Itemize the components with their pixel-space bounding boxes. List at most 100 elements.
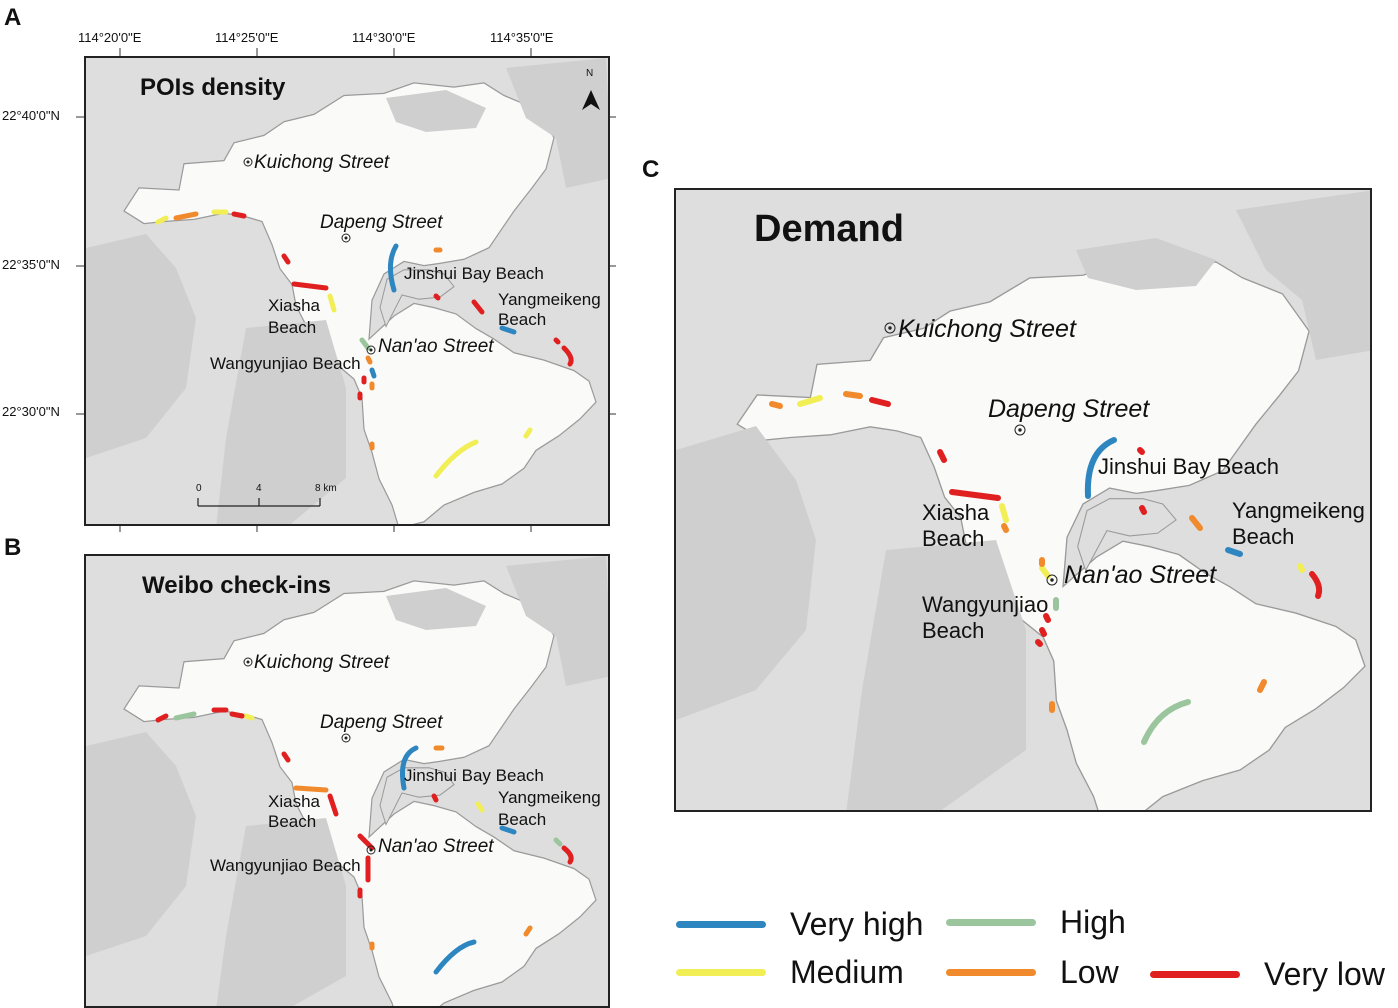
map-title: POIs density: [140, 74, 286, 101]
segment-high: [553, 837, 563, 847]
lat-tick-label: 22°30'0"N: [2, 404, 60, 419]
segment-low: [769, 401, 783, 409]
lon-tick-label: 114°20'0"E: [78, 30, 142, 45]
map-c-svg: [676, 190, 1370, 810]
segment-very-low: [1137, 447, 1145, 455]
place-label-yangmeikeng: Yangmeikeng: [1232, 498, 1365, 523]
legend-label: Low: [1060, 954, 1119, 990]
segment-low: [1257, 679, 1267, 693]
gray-islands: [86, 58, 608, 524]
place-label-yangmeikeng-beach: Beach: [498, 810, 547, 829]
lon-tick-label: 114°25'0"E: [215, 30, 279, 45]
segment-medium: [523, 427, 533, 439]
place-label-kuichong: Kuichong Street: [254, 652, 390, 673]
legend-very-low: Very low: [1150, 956, 1385, 993]
segment-very-low: [431, 793, 439, 803]
segment-medium: [155, 215, 169, 225]
legend-swatch: [676, 921, 766, 928]
segment-very-low: [553, 337, 561, 345]
place-label-yangmeikeng-beach: Beach: [498, 310, 547, 329]
segment-very-low: [1035, 639, 1043, 647]
segment-very-low: [231, 211, 247, 219]
place-label-dapeng: Dapeng Street: [988, 395, 1150, 423]
scale-label: 4: [256, 483, 262, 494]
lon-tick-label: 114°30'0"E: [352, 30, 416, 45]
segment-very-low: [281, 751, 291, 763]
street-markers: [884, 322, 1058, 586]
place-label-xiasha-beach: Beach: [922, 526, 985, 551]
place-label-xiasha: Xiasha: [268, 296, 320, 315]
place-label-yangmeikeng: Yangmeikeng: [498, 290, 601, 309]
place-label-xiasha-beach: Beach: [268, 318, 317, 337]
gray-islands: [676, 190, 1370, 810]
map-panel-c: Demand Kuichong Street Dapeng Street Jin…: [674, 188, 1372, 812]
segment-very-high: [433, 939, 477, 975]
segment-very-low: [561, 345, 574, 367]
segment-low: [1189, 515, 1203, 531]
map-a-svg: [86, 58, 608, 524]
segment-very-low: [433, 293, 441, 301]
place-label-yangmeikeng-beach: Beach: [1232, 524, 1295, 549]
scale-label: 0: [196, 483, 202, 494]
segment-very-high: [1084, 437, 1117, 499]
segment-very-high: [1225, 547, 1243, 557]
legend-swatch: [946, 969, 1036, 976]
segment-low: [523, 925, 533, 937]
segment-very-low: [471, 299, 485, 315]
place-label-kuichong: Kuichong Street: [898, 315, 1076, 343]
segment-very-low: [1039, 627, 1047, 637]
legend-label: High: [1060, 904, 1126, 940]
segment-medium: [433, 439, 479, 479]
place-label-dapeng: Dapeng Street: [320, 712, 443, 733]
beach-segments: [155, 209, 574, 479]
segment-very-high: [499, 825, 517, 835]
segment-very-low: [1043, 613, 1051, 623]
map-title: Weibo check-ins: [142, 572, 331, 599]
place-label-kuichong: Kuichong Street: [254, 152, 390, 173]
place-label-yangmeikeng: Yangmeikeng: [498, 788, 601, 807]
segment-very-low: [291, 281, 329, 291]
segment-low: [173, 211, 199, 221]
segment-very-low: [937, 449, 947, 463]
place-label-nanao: Nan'ao Street: [378, 836, 494, 857]
segment-very-low: [229, 711, 245, 719]
segment-very-low: [327, 793, 339, 817]
segment-very-high: [369, 367, 377, 379]
place-label-jinshui: Jinshui Bay Beach: [404, 766, 544, 785]
map-panel-a: POIs density Kuichong Street Dapeng Stre…: [84, 56, 610, 526]
street-markers: [243, 157, 376, 355]
segment-medium: [243, 713, 255, 721]
segment-very-low: [1309, 571, 1323, 599]
segment-low: [1001, 523, 1009, 533]
map-panel-b: Weibo check-ins Kuichong Street Dapeng S…: [84, 554, 610, 1008]
segment-medium: [999, 503, 1009, 523]
place-label-jinshui: Jinshui Bay Beach: [404, 264, 544, 283]
place-label-wangyunjiao: Wangyunjiao Beach: [210, 354, 361, 373]
legend-high: High: [946, 904, 1126, 941]
segment-high: [1141, 699, 1191, 745]
legend-low: Low: [946, 954, 1119, 991]
segment-very-low: [155, 713, 169, 723]
panel-a-letter: A: [4, 4, 22, 31]
north-arrow-icon: [582, 90, 600, 110]
segment-high: [173, 711, 197, 721]
legend-medium: Medium: [676, 954, 904, 991]
panel-c-letter: C: [642, 156, 660, 183]
place-label-jinshui: Jinshui Bay Beach: [1098, 454, 1279, 479]
segment-high: [359, 337, 371, 351]
segment-medium: [475, 801, 485, 813]
place-label-xiasha: Xiasha: [922, 500, 990, 525]
segment-very-low: [1139, 505, 1147, 515]
lat-tick-label: 22°35'0"N: [2, 257, 60, 272]
lat-tick-label: 22°40'0"N: [2, 108, 60, 123]
scale-bar: [197, 498, 321, 507]
legend-label: Very low: [1264, 956, 1385, 992]
map-title: Demand: [754, 208, 904, 250]
segment-very-high: [400, 745, 419, 791]
gray-islands: [86, 556, 608, 1006]
segment-low: [365, 355, 373, 365]
segment-very-low: [561, 845, 574, 865]
legend-swatch: [1150, 971, 1240, 978]
scale-label: 8 km: [315, 483, 337, 494]
panel-b-letter: B: [4, 534, 22, 561]
